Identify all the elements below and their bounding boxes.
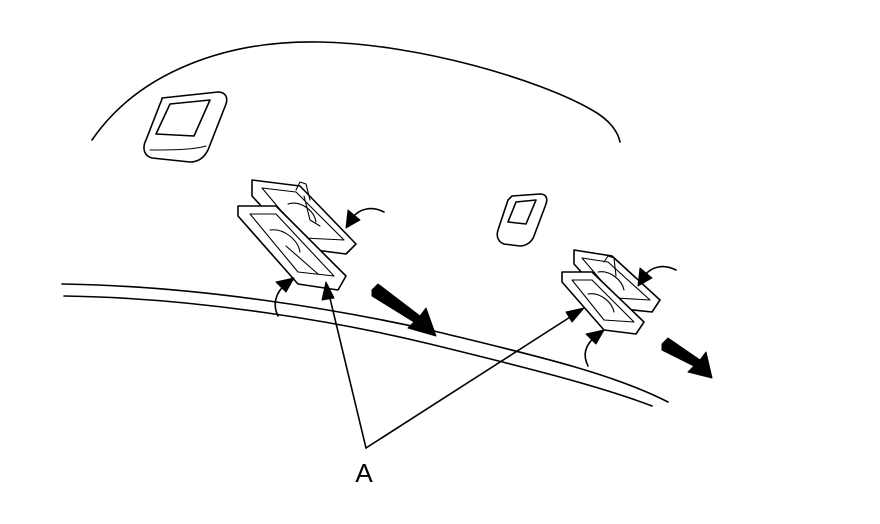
roof-outline bbox=[91, 41, 621, 143]
left-rotate-arrow-upper bbox=[345, 207, 385, 229]
left-pull-arrow bbox=[371, 283, 437, 337]
callout-leaders bbox=[321, 281, 585, 449]
right-rotate-arrow-upper bbox=[637, 265, 677, 287]
windshield-edge-inner bbox=[63, 295, 653, 407]
callout-label-a: A bbox=[355, 458, 373, 488]
right-pull-arrow bbox=[661, 337, 713, 379]
right-rotate-arrow-lower bbox=[584, 329, 605, 367]
left-visor-clip bbox=[237, 179, 357, 291]
left-rotate-arrow-lower bbox=[274, 277, 295, 317]
windshield-edge-outer bbox=[61, 283, 669, 403]
left-map-light bbox=[143, 91, 228, 163]
right-visor-clip bbox=[561, 249, 661, 335]
right-map-light bbox=[496, 193, 548, 247]
